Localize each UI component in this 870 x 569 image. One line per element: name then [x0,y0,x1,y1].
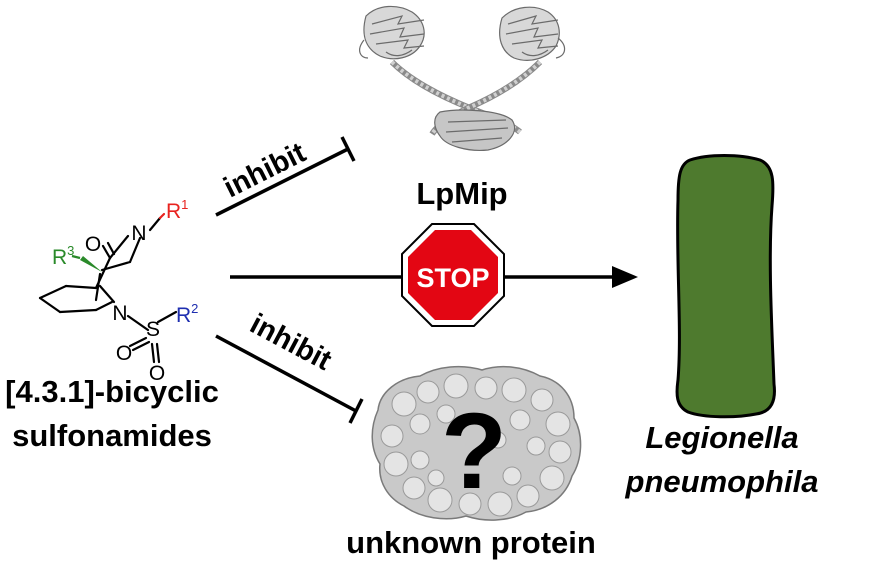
atom-o-sulfonyl-1: O [116,342,132,365]
unknown-protein-label: unknown protein [346,525,596,560]
stop-sign-octagon [408,230,498,320]
compound-class-line1: [4.3.1]-bicyclic [5,374,219,409]
atom-n-sulfonamide: N [112,302,127,325]
question-mark: ? [441,390,507,511]
organism-name-line2: pneumophila [625,464,819,499]
unknown-protein-surface-image: ? [371,365,582,521]
chemical-structure: O N N S O O R1 R2 R3 [38,197,198,385]
inhibit-arrow-bottom [215,334,364,424]
compound-class-line2: sulfonamides [12,418,212,453]
atom-o-carbonyl: O [85,233,101,256]
inhibit-label-top: inhibit [219,137,311,205]
inhibit-label-bottom: inhibit [245,308,337,377]
substituent-r3: R3 [52,243,74,269]
lpmip-structure-image [359,5,566,151]
stop-sign: STOP [401,223,505,327]
legionella-cell [675,154,776,419]
organism-name-line1: Legionella [645,420,798,455]
atom-s: S [146,318,160,341]
stop-sign-text: STOP [416,263,489,293]
atom-n-amide: N [131,222,146,245]
atom-o-sulfonyl-2: O [149,362,165,385]
lpmip-label: LpMip [416,176,507,211]
substituent-r2: R2 [176,301,198,327]
substituent-r1: R1 [166,197,188,223]
inhibit-arrow-top [215,136,356,217]
